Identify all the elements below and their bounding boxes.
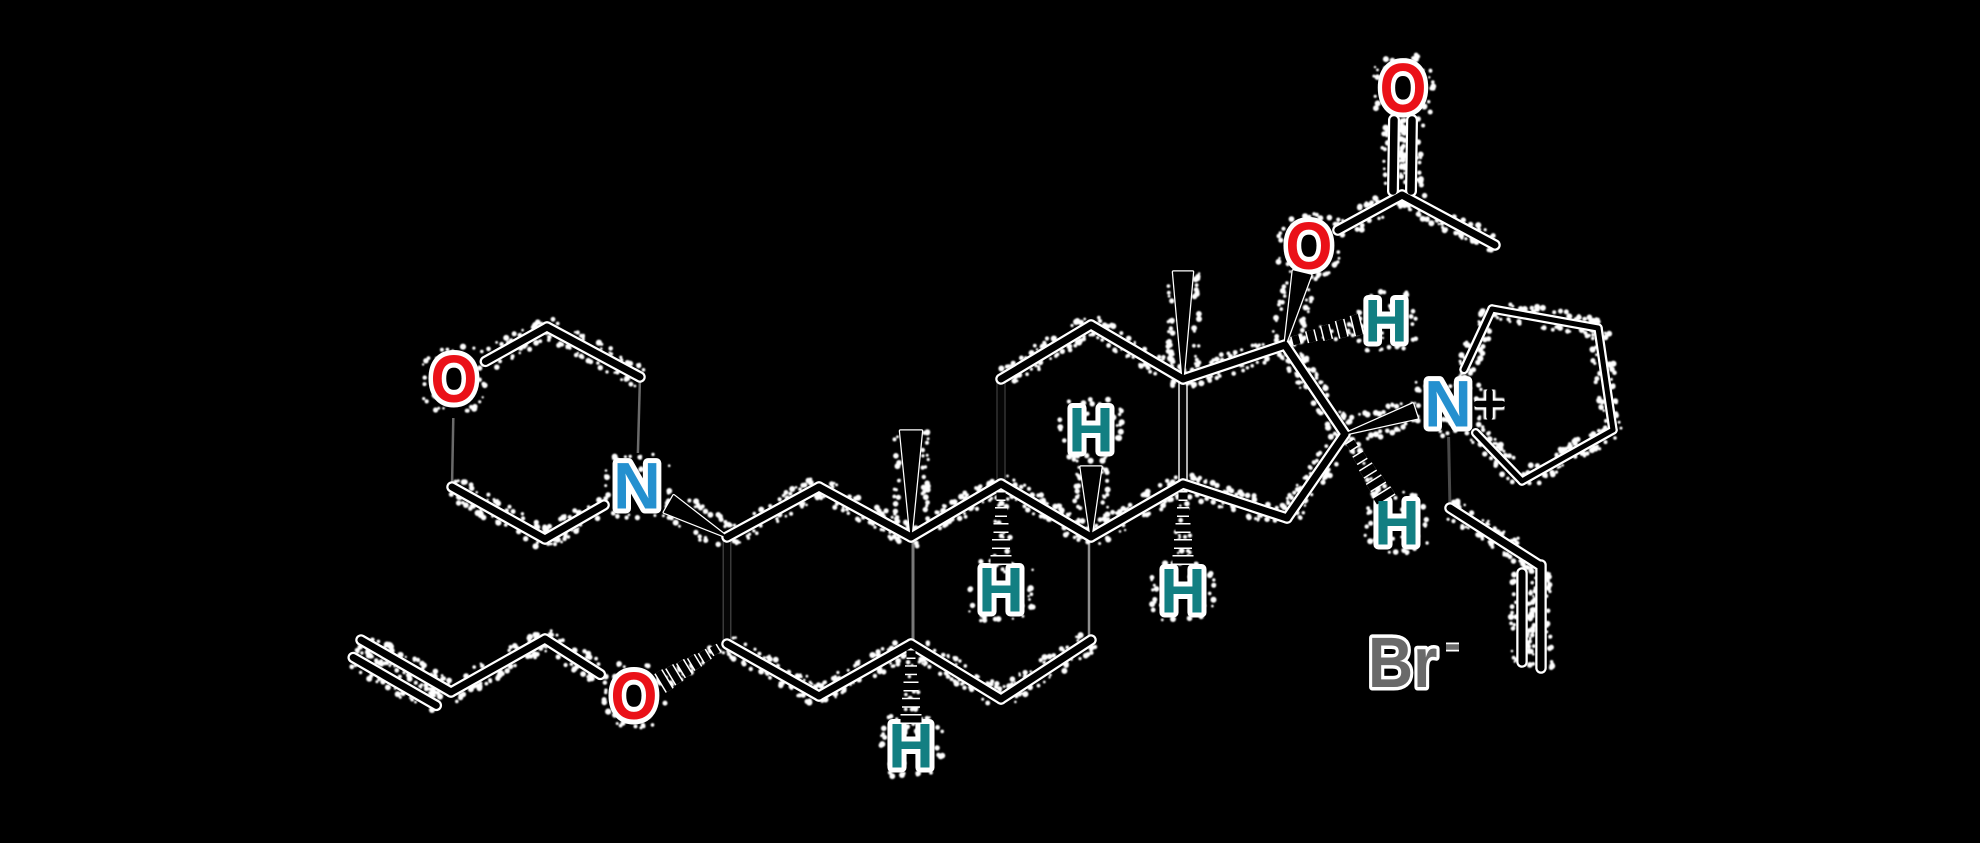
svg-text:H: H xyxy=(888,712,934,782)
svg-text:H: H xyxy=(1160,557,1206,627)
svg-text:N: N xyxy=(613,449,661,523)
svg-text:H: H xyxy=(1068,396,1114,466)
svg-text:N: N xyxy=(613,449,661,523)
svg-text:N: N xyxy=(1424,367,1472,441)
svg-text:O: O xyxy=(1286,208,1333,284)
svg-text:Br: Br xyxy=(1368,623,1437,703)
svg-text:H: H xyxy=(1364,288,1407,355)
svg-text:H: H xyxy=(978,556,1024,626)
svg-text:H: H xyxy=(1068,396,1114,466)
svg-text:N: N xyxy=(1424,367,1472,441)
svg-text:O: O xyxy=(611,658,658,734)
svg-text:O: O xyxy=(431,341,478,417)
svg-text:H: H xyxy=(1374,489,1420,559)
svg-text:H: H xyxy=(1364,288,1407,355)
svg-text:H: H xyxy=(978,556,1024,626)
svg-text:O: O xyxy=(1380,49,1427,127)
svg-text:O: O xyxy=(1286,208,1333,284)
svg-text:O: O xyxy=(431,341,478,417)
svg-text:O: O xyxy=(1380,49,1427,127)
svg-text:O: O xyxy=(611,658,658,734)
svg-text:Br: Br xyxy=(1368,623,1437,703)
svg-text:H: H xyxy=(1160,557,1206,627)
svg-text:H: H xyxy=(1374,489,1420,559)
